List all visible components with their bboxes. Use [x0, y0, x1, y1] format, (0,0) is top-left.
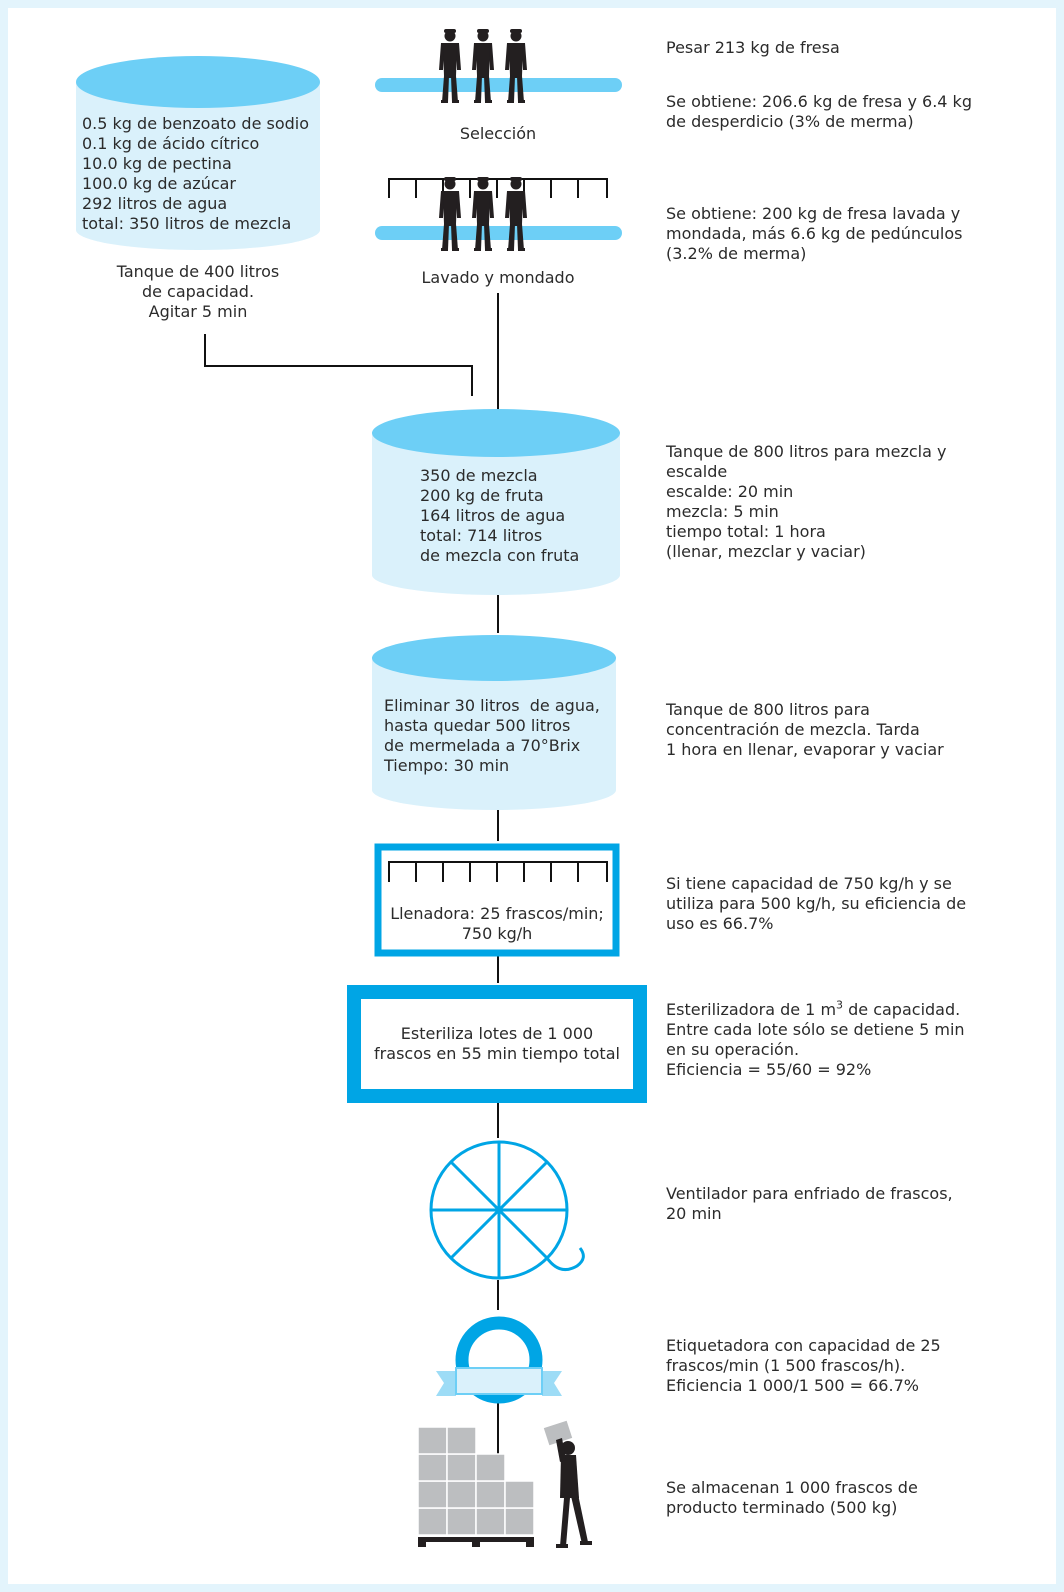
note-line: en su operación.: [666, 1040, 800, 1059]
note-llenadora: Si tiene capacidad de 750 kg/h y se util…: [666, 874, 966, 934]
note-line: Tanque de 800 litros para mezcla y: [666, 442, 947, 461]
concentration-tank: [372, 635, 616, 810]
mix-tank-line: total: 350 litros de mezcla: [82, 214, 292, 233]
llenadora-box: [374, 843, 620, 957]
note-text: Esterilizadora de 1 m: [666, 1000, 837, 1019]
rinse-rack-icon: [388, 178, 608, 198]
esterilizadora-line: frascos en 55 min tiempo total: [374, 1044, 620, 1063]
note-line: 1 hora en llenar, evaporar y vaciar: [666, 740, 944, 759]
note-line: 20 min: [666, 1204, 722, 1223]
note-line: mezcla: 5 min: [666, 502, 779, 521]
note-etiquetadora: Etiquetadora con capacidad de 25 frascos…: [666, 1336, 941, 1396]
note-conc-tank: Tanque de 800 litros para concentración …: [666, 700, 944, 760]
mix-tank-caption-line: de capacidad.: [141, 282, 255, 301]
scald-tank-line: de mezcla con fruta: [420, 546, 580, 565]
mix-tank-caption-line: Tanque de 400 litros: [116, 262, 280, 281]
note-text: de capacidad.: [843, 1000, 961, 1019]
llenadora-line: Llenadora: 25 frascos/min;: [390, 904, 604, 923]
conc-tank-line: de mermelada a 70°Brix: [384, 736, 581, 755]
scald-tank-contents: 350 de mezcla 200 kg de fruta 164 litros…: [420, 466, 579, 566]
note-line: Se obtiene: 206.6 kg de fresa y 6.4 kg: [666, 92, 972, 111]
lavado-station: [375, 177, 622, 251]
llenadora-line: 750 kg/h: [461, 924, 533, 943]
note-line: Se obtiene: 200 kg de fresa lavada y: [666, 204, 961, 223]
note-line: Esterilizadora de 1 m3 de capacidad.: [666, 1000, 965, 1020]
note-line: Tanque de 800 litros para: [666, 700, 870, 719]
mix-tank-caption: Tanque de 400 litros de capacidad. Agita…: [108, 262, 288, 322]
note-line: uso es 66.7%: [666, 914, 774, 933]
conveyor-belt: [375, 78, 622, 92]
note-esterilizadora: Esterilizadora de 1 m3 de capacidad. Ent…: [666, 1000, 965, 1080]
note-line: escalde: [666, 462, 728, 481]
note-line: mondada, más 6.6 kg de pedúnculos: [666, 224, 963, 243]
mix-tank-line: 0.1 kg de ácido cítrico: [82, 134, 260, 153]
note-superscript: 3: [836, 998, 844, 1012]
note-line: escalde: 20 min: [666, 482, 794, 501]
note-line: producto terminado (500 kg): [666, 1498, 898, 1517]
mix-tank-line: 292 litros de agua: [82, 194, 228, 213]
filler-nozzles-icon: [388, 861, 608, 882]
note-line: utiliza para 500 kg/h, su eficiencia de: [666, 894, 967, 913]
note-almacen: Se almacenan 1 000 frascos de producto t…: [666, 1478, 918, 1518]
note-line: de desperdicio (3% de merma): [666, 112, 914, 131]
note-line: Eficiencia = 55/60 = 92%: [666, 1060, 872, 1079]
note-line: (llenar, mezclar y vaciar): [666, 542, 866, 561]
mix-tank-line: 0.5 kg de benzoato de sodio: [82, 114, 310, 133]
conc-tank-line: hasta quedar 500 litros: [384, 716, 571, 735]
conc-tank-line: Tiempo: 30 min: [384, 756, 510, 775]
note-pesar: Pesar 213 kg de fresa: [666, 38, 840, 58]
note-line: Entre cada lote sólo se detiene 5 min: [666, 1020, 965, 1039]
note-line: Etiquetadora con capacidad de 25: [666, 1336, 941, 1355]
mix-tank-line: 100.0 kg de azúcar: [82, 174, 237, 193]
note-line: Ventilador para enfriado de frascos,: [666, 1184, 953, 1203]
note-line: frascos/min (1 500 frascos/h).: [666, 1356, 906, 1375]
conc-tank-line: Eliminar 30 litros de agua,: [384, 696, 600, 715]
mix-tank-line: 10.0 kg de pectina: [82, 154, 232, 173]
label-ring-icon: [436, 1316, 562, 1404]
note-scald-tank: Tanque de 800 litros para mezcla y escal…: [666, 442, 946, 562]
fan-icon: [429, 1140, 585, 1280]
scald-tank-line: 350 de mezcla: [420, 466, 538, 485]
note-line: Se almacenan 1 000 frascos de: [666, 1478, 918, 1497]
scald-tank-line: 200 kg de fruta: [420, 486, 544, 505]
note-line: Pesar 213 kg de fresa: [666, 38, 840, 57]
conc-tank-contents: Eliminar 30 litros de agua, hasta quedar…: [384, 696, 600, 776]
lavado-label: Lavado y mondado: [421, 268, 575, 287]
note-line: concentración de mezcla. Tarda: [666, 720, 920, 739]
note-line: Si tiene capacidad de 750 kg/h y se: [666, 874, 952, 893]
esterilizadora-text: Esteriliza lotes de 1 000 frascos en 55 …: [361, 1024, 633, 1064]
seleccion-label: Selección: [459, 124, 537, 143]
seleccion-station: [375, 29, 622, 103]
esterilizadora-line: Esteriliza lotes de 1 000: [400, 1024, 594, 1043]
note-line: Eficiencia 1 000/1 500 = 66.7%: [666, 1376, 919, 1395]
flow-diagram: [76, 29, 647, 1548]
note-seleccion: Se obtiene: 206.6 kg de fresa y 6.4 kg d…: [666, 92, 972, 132]
conveyor-belt: [375, 226, 622, 240]
note-line: (3.2% de merma): [666, 244, 807, 263]
note-ventilador: Ventilador para enfriado de frascos, 20 …: [666, 1184, 953, 1224]
note-lavado: Se obtiene: 200 kg de fresa lavada y mon…: [666, 204, 963, 264]
llenadora-text: Llenadora: 25 frascos/min; 750 kg/h: [378, 904, 616, 944]
mix-tank-caption-line: Agitar 5 min: [148, 302, 248, 321]
carrying-worker-icon: [543, 1420, 592, 1548]
mix-tank: [76, 56, 320, 250]
page: 0.5 kg de benzoato de sodio 0.1 kg de ác…: [8, 8, 1056, 1584]
esterilizadora-box: [347, 985, 647, 1103]
pallet-boxes-icon: [417, 1426, 535, 1547]
scald-tank-line: 164 litros de agua: [420, 506, 566, 525]
scald-tank: [372, 409, 620, 595]
note-line: tiempo total: 1 hora: [666, 522, 826, 541]
scald-tank-line: total: 714 litros: [420, 526, 543, 545]
mix-tank-contents: 0.5 kg de benzoato de sodio 0.1 kg de ác…: [82, 114, 309, 234]
